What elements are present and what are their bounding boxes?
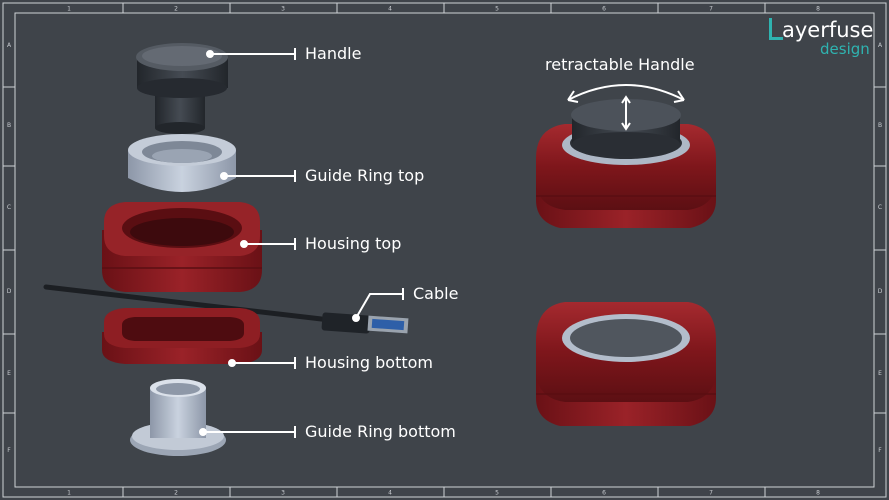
frame-column-label: 2 [174, 6, 178, 13]
handle-part [136, 43, 228, 134]
housing-top-part [102, 202, 262, 292]
label-guide-ring-bottom: Guide Ring bottom [305, 422, 456, 441]
rotation-arrow [567, 84, 685, 131]
frame-column-label: 6 [602, 6, 606, 13]
frame-row-label: A [878, 42, 883, 49]
frame-column-label: 5 [495, 490, 499, 497]
frame-column-label: 7 [709, 490, 713, 497]
frame-row-label: F [7, 447, 11, 454]
frame-column-label: 8 [816, 6, 820, 13]
frame-row-label: E [878, 370, 882, 377]
frame-row-label: D [7, 288, 12, 295]
frame-row-label: F [878, 447, 882, 454]
guide-ring-top-part [128, 134, 236, 192]
label-housing-bottom: Housing bottom [305, 353, 433, 372]
frame-row-label: A [7, 42, 12, 49]
frame-column-label: 6 [602, 490, 606, 497]
leader-lines [199, 48, 404, 438]
guide-ring-bottom-part [130, 379, 226, 456]
frame-column-label: 2 [174, 490, 178, 497]
frame-column-label: 1 [67, 490, 71, 497]
label-retractable-handle: retractable Handle [545, 55, 695, 74]
label-guide-ring-top: Guide Ring top [305, 166, 425, 185]
logo-l-mark [769, 18, 783, 40]
assembled-flat-unit [536, 302, 716, 426]
frame-row-label: C [7, 204, 11, 211]
frame-column-label: 8 [816, 490, 820, 497]
frame-column-label: 3 [281, 6, 285, 13]
frame-column-label: 4 [388, 490, 392, 497]
frame-column-label: 5 [495, 6, 499, 13]
frame-row-label: E [7, 370, 11, 377]
logo-wordmark: ayerfuse [782, 18, 874, 42]
logo-subtitle: design [820, 40, 870, 58]
frame-column-label: 3 [281, 490, 285, 497]
label-housing-top: Housing top [305, 234, 402, 253]
frame-row-label: B [7, 122, 11, 129]
frame-column-label: 1 [67, 6, 71, 13]
frame-row-label: D [878, 288, 883, 295]
frame-column-label: 7 [709, 6, 713, 13]
label-handle: Handle [305, 44, 362, 63]
frame-row-label: C [878, 204, 882, 211]
frame-row-label: B [878, 122, 882, 129]
housing-bottom-part [102, 308, 262, 364]
label-cable: Cable [413, 284, 459, 303]
frame-column-label: 4 [388, 6, 392, 13]
assembled-retracted-unit [536, 99, 716, 228]
